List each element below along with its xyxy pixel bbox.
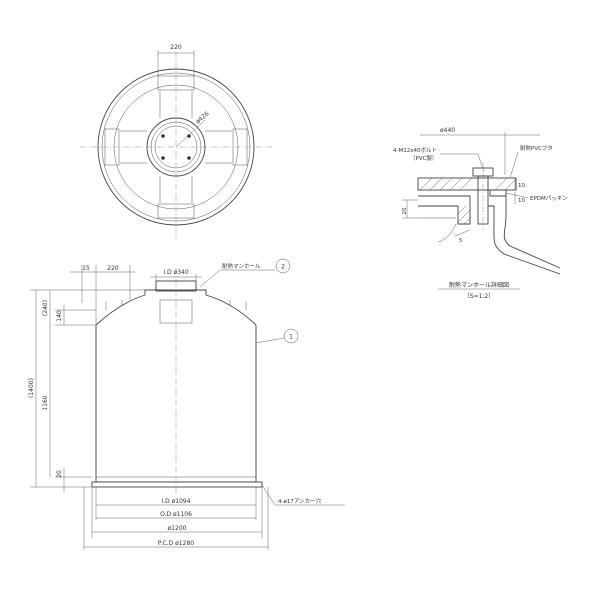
pvc-cover <box>417 177 517 191</box>
detail-view: ø440 4-M12x40ボルト （PVC製） 耐熱PVCフタ EPDMパッキン <box>393 127 568 300</box>
manhole-diameter-dimension: ø426 <box>194 110 210 125</box>
label-manhole: 耐熱マンホール <box>222 262 261 270</box>
dim-top-240: (240) <box>42 300 49 316</box>
dim-10-bottom: 10 <box>518 198 525 204</box>
dim-10-top: 10 <box>518 183 525 189</box>
label-cover: 耐熱PVCフタ <box>520 144 553 152</box>
balloon-1-text: 1 <box>289 334 293 341</box>
dim-bottom-20: 20 <box>56 470 63 478</box>
dim-height-total: (1400) <box>28 378 35 398</box>
epdm-gasket <box>489 189 507 197</box>
bolt-hole <box>187 156 191 160</box>
balloon-1 <box>283 328 299 344</box>
dim-top-140: 140 <box>56 310 63 322</box>
tank-wall-outer <box>492 195 561 269</box>
dim-od-1106: O.D ø1106 <box>160 511 192 518</box>
lower-curve <box>437 223 457 243</box>
top-width-dimension: 220 <box>170 44 182 51</box>
balloon-2 <box>275 258 291 274</box>
label-anchor: 4-ø17アンカー穴 <box>278 497 322 505</box>
dim-id-1094: I.D ø1094 <box>161 498 190 505</box>
label-bolt: 4-M12x40ボルト <box>393 146 437 154</box>
bolt-hole <box>187 134 191 138</box>
dim-1200: ø1200 <box>168 525 187 532</box>
detail-scale: （S=1:2） <box>464 293 495 300</box>
dim-440: ø440 <box>440 127 455 134</box>
dim-220: 220 <box>107 265 119 272</box>
dim-20: 20 <box>402 207 408 214</box>
dim-pcd-1280: P.C.D ø1280 <box>158 540 194 547</box>
dim-15: 15 <box>82 265 90 272</box>
balloon-2-text: 2 <box>281 264 285 271</box>
dim-manhole-id: I.D ø340 <box>163 269 189 276</box>
tank-dome <box>95 289 257 326</box>
bolt-hole <box>161 156 165 160</box>
front-view: 15 220 I.D ø340 耐熱マンホール 2 1 (1400) 1160 … <box>28 258 345 550</box>
label-bolt-sub: （PVC製） <box>410 154 437 162</box>
dim-height-body: 1160 <box>42 395 49 410</box>
flange-hatch <box>457 205 471 225</box>
detail-title: 耐熱マンホール詳細図 <box>449 281 509 289</box>
dim-5: 5 <box>459 238 463 244</box>
label-gasket: EPDMパッキン <box>530 195 568 202</box>
bolt-hole <box>161 134 165 138</box>
tank-wall-inner <box>488 205 561 275</box>
cover-hatch <box>419 177 517 191</box>
base-flange <box>91 481 263 488</box>
top-view: 220 ø426 <box>80 44 272 240</box>
